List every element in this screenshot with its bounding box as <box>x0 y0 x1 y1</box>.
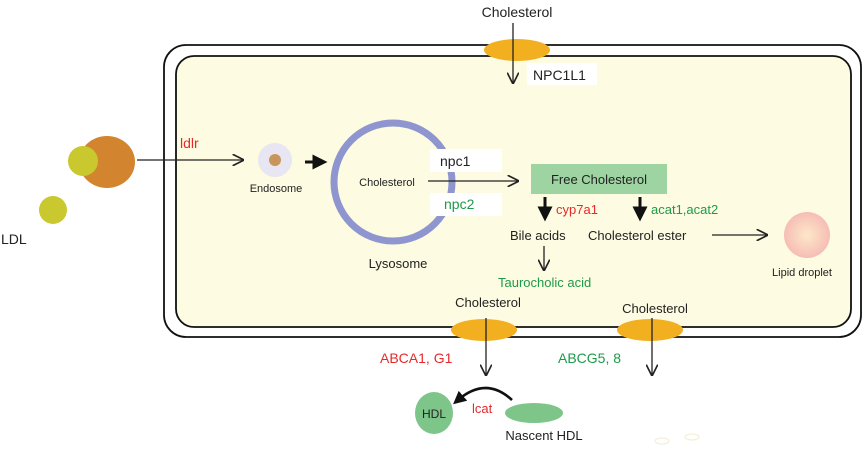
lysosome-cholesterol-label: Cholesterol <box>359 177 415 189</box>
ldl-bound-particle <box>68 146 98 176</box>
endosome-core <box>269 154 281 166</box>
abcg5-transporter <box>617 319 683 341</box>
npc1l1-label: NPC1L1 <box>533 67 586 83</box>
free-cholesterol-box <box>531 164 667 194</box>
npc1l1-label-box <box>527 63 597 85</box>
npc2-label: npc2 <box>444 196 475 212</box>
bile-acids-label: Bile acids <box>510 228 566 243</box>
faint-mark <box>654 437 670 445</box>
npc2-label-box <box>430 193 502 216</box>
nascent-hdl-particle <box>505 403 563 423</box>
nascent-hdl-label: Nascent HDL <box>505 428 582 443</box>
acat-label: acat1,acat2 <box>651 202 718 217</box>
lysosome <box>330 119 456 245</box>
cholesterol-top-label: Cholesterol <box>482 4 553 20</box>
lipid-droplet <box>784 212 830 258</box>
lipid-droplet-label: Lipid droplet <box>772 267 832 279</box>
ldlr-label: ldlr <box>180 135 199 151</box>
npc1-label: npc1 <box>440 153 471 169</box>
npc1l1-transporter <box>484 39 550 61</box>
hdl-particle <box>415 392 453 434</box>
ldl-label: LDL <box>1 231 27 247</box>
lcat-curved-arrow <box>453 386 513 405</box>
cholesterol-ester-label: Cholesterol ester <box>588 228 687 243</box>
hdl-label: HDL <box>422 407 446 421</box>
ldl-receptor-complex <box>79 136 135 188</box>
cyp7a1-label: cyp7a1 <box>556 202 598 217</box>
cholesterol-bottom-right-label: Cholesterol <box>622 301 688 316</box>
free-cholesterol-label: Free Cholesterol <box>551 172 647 187</box>
endosome-label: Endosome <box>250 183 303 195</box>
taurocholic-acid-label: Taurocholic acid <box>498 275 591 290</box>
cholesterol-bottom-left-label: Cholesterol <box>455 295 521 310</box>
faint-mark <box>684 433 700 441</box>
ldl-free-particle <box>39 196 67 224</box>
abcg5-label: ABCG5, 8 <box>558 350 621 366</box>
lcat-label: lcat <box>472 401 493 416</box>
npc1-label-box <box>430 149 502 172</box>
abca1-transporter <box>451 319 517 341</box>
lysosome-label: Lysosome <box>369 256 428 271</box>
abca1-label: ABCA1, G1 <box>380 350 453 366</box>
